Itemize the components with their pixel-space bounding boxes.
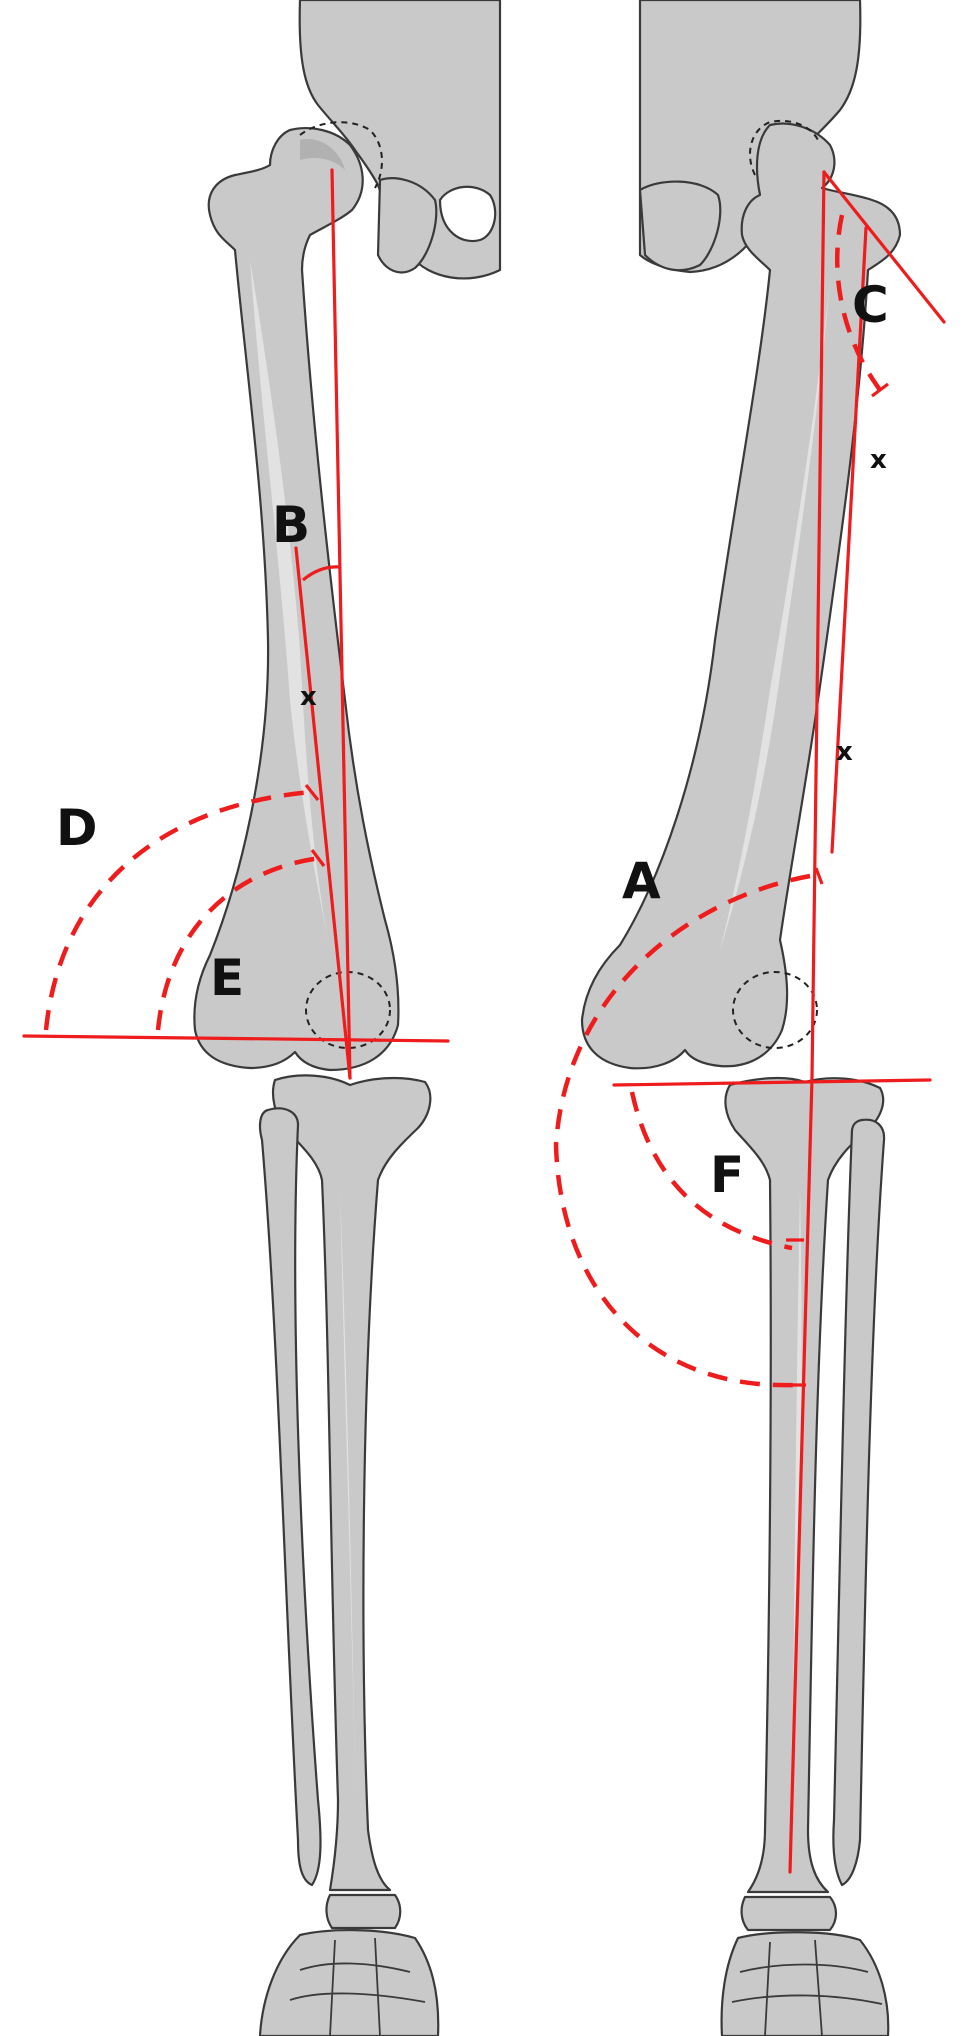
left-foot: [260, 1930, 438, 2036]
label-b: B: [272, 496, 310, 554]
right-femur-upper-marker: x: [870, 445, 887, 475]
right-angle-a-tick-upper: [816, 868, 822, 884]
label-a: A: [622, 852, 661, 910]
right-fibula: [833, 1120, 884, 1885]
right-ankle-bone: [742, 1897, 836, 1930]
left-femur-midpoint-marker: x: [300, 682, 317, 712]
right-femur-lower-marker: x: [836, 737, 853, 767]
left-limb: B D E x: [24, 0, 500, 2036]
right-limb: C A F x x: [556, 0, 944, 2036]
label-e: E: [210, 949, 244, 1007]
right-femur: [582, 124, 900, 1069]
right-foot: [722, 1932, 889, 2036]
left-femur: [194, 128, 398, 1070]
label-c: C: [852, 276, 889, 334]
left-ankle-bone: [326, 1895, 400, 1928]
label-d: D: [56, 799, 98, 857]
label-f: F: [710, 1146, 744, 1204]
left-fibula: [260, 1108, 320, 1885]
